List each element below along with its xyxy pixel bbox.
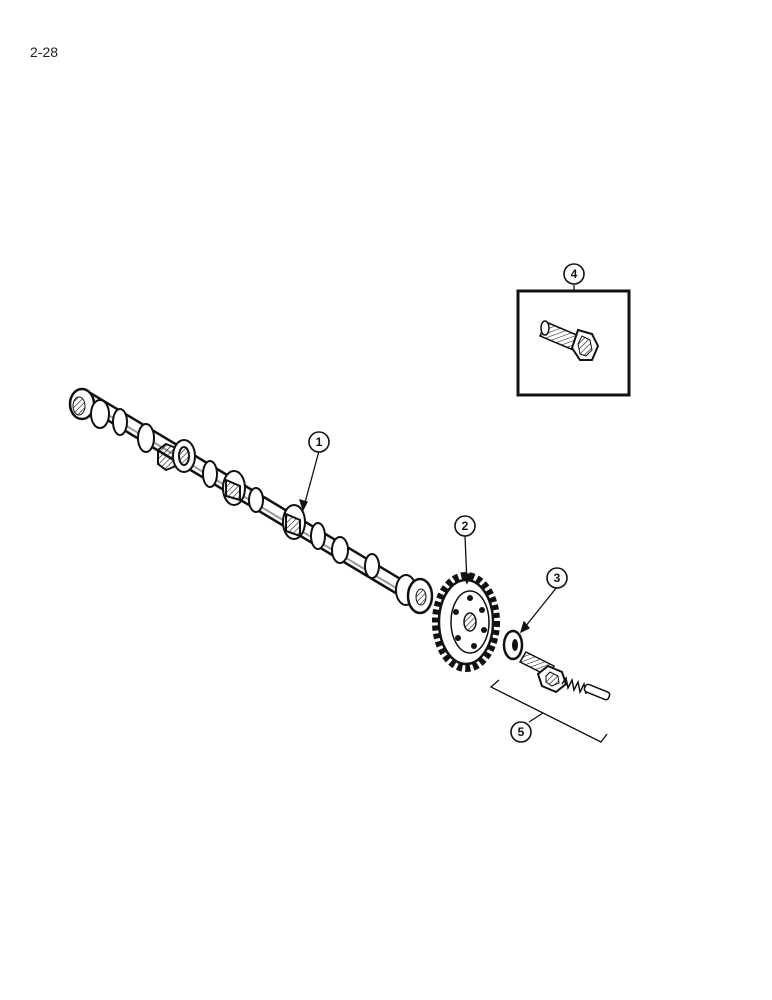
assembly-bolt bbox=[518, 651, 568, 694]
svg-text:4: 4 bbox=[571, 267, 578, 281]
assembly-pin bbox=[583, 683, 611, 701]
gear-bolt-holes bbox=[453, 595, 487, 649]
camshaft-part bbox=[68, 387, 434, 615]
leader-line-1 bbox=[302, 450, 320, 511]
callout-1: 1 bbox=[308, 431, 330, 453]
callout-2: 2 bbox=[454, 515, 476, 537]
inset-box-part-4 bbox=[516, 289, 631, 397]
leader-line-3 bbox=[520, 586, 558, 633]
assembly-spring bbox=[561, 676, 587, 695]
camshaft-rear-journal bbox=[395, 574, 434, 615]
gear-bolt-assembly-part bbox=[518, 651, 611, 701]
svg-text:1: 1 bbox=[316, 435, 323, 449]
svg-text:5: 5 bbox=[518, 725, 525, 739]
leader-line-5 bbox=[528, 712, 544, 723]
callout-3: 3 bbox=[546, 567, 568, 589]
leader-arrow-3 bbox=[519, 620, 531, 634]
camshaft-front-journal bbox=[68, 387, 110, 429]
callout-4: 4 bbox=[563, 263, 585, 285]
leader-arrow-1 bbox=[299, 499, 308, 512]
inset-bolt bbox=[539, 320, 600, 361]
camshaft-lobes bbox=[112, 408, 380, 579]
camshaft-gear-part bbox=[432, 572, 500, 672]
leader-arrow-2 bbox=[461, 573, 473, 585]
assembly-bracket-5 bbox=[489, 679, 608, 743]
page-number: 2-28 bbox=[30, 44, 59, 60]
leader-lines bbox=[299, 285, 608, 743]
svg-text:3: 3 bbox=[554, 571, 561, 585]
thrust-washer-part bbox=[502, 629, 524, 661]
svg-text:2: 2 bbox=[462, 519, 469, 533]
callout-5: 5 bbox=[510, 721, 532, 743]
